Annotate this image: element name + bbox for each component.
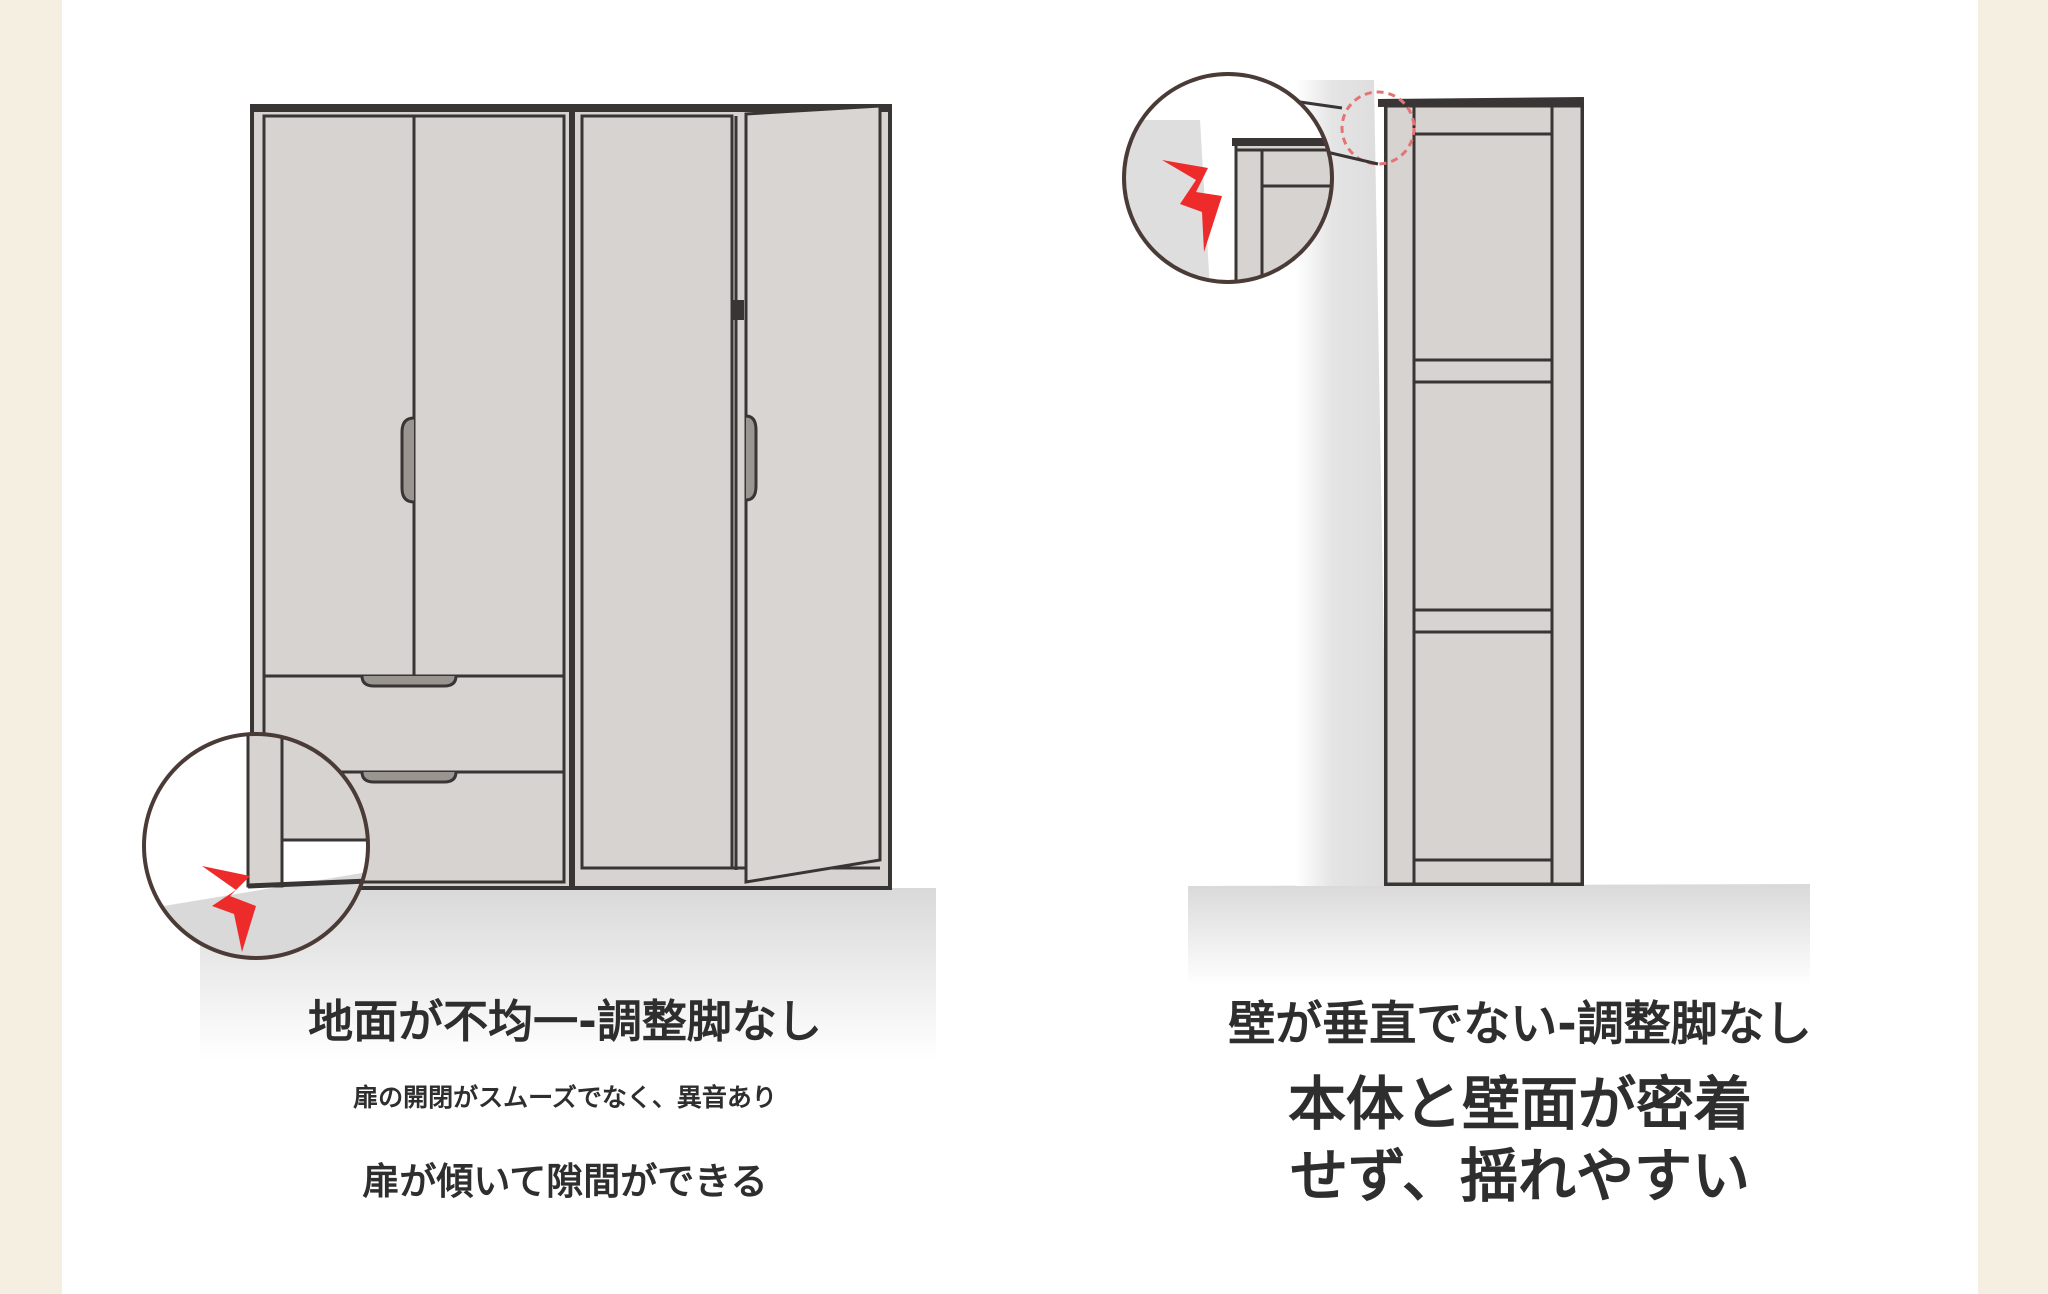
right-section [580,114,734,870]
left-caption: 地面が不均一-調整脚なし [308,995,822,1048]
door-handle [745,414,758,502]
right-note-line-2: せず、揺れやすい [1290,1142,1750,1210]
wall [1296,80,1388,886]
crack-warning-icon [202,866,256,952]
drawer-handle [360,771,458,784]
left-note-door-noise: 扉の開閉がスムーズでなく、異音あり [353,1083,777,1112]
left-zoom-detail [142,732,370,960]
left-note-door-gap: 扉が傾いて隙間ができる [362,1160,768,1203]
cabinet-shelf [1412,358,1554,384]
right-zoom-detail [1122,72,1334,284]
floor-slab-left [200,888,936,1060]
right-note-line-1: 本体と壁面が密着 [1287,1070,1752,1138]
right-note: 本体と壁面が密着 せず、揺れやすい [1110,1068,1930,1212]
right-caption: 壁が垂直でない-調整脚なし [1228,997,1812,1052]
dashed-highlight [1340,90,1416,166]
right-cabinet-diagram [1188,80,1810,986]
crack-warning-icon [1162,160,1222,252]
open-door [744,104,882,884]
cabinet-shelf [1412,608,1554,634]
floor-slab-right [1188,884,1810,986]
door-handle [400,416,415,504]
drawer-handle [360,675,458,688]
